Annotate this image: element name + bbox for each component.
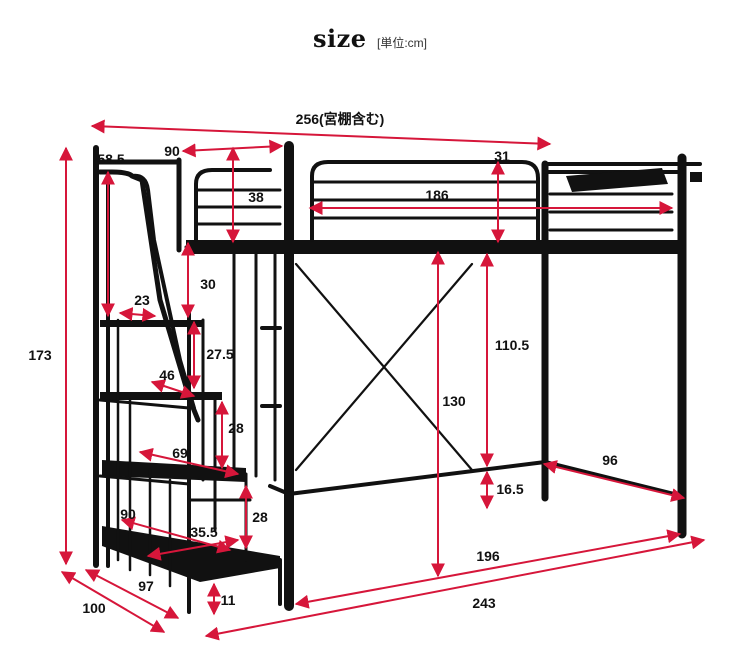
title-text: size: [313, 24, 367, 53]
page-title: size [単位:cm]: [0, 24, 740, 53]
label-step-depth-bottom: 35.5: [190, 524, 217, 540]
guard-rail-main: [310, 160, 540, 242]
step-1: [100, 320, 202, 327]
label-step-gap-3: 28: [228, 420, 244, 436]
bed-frame: [176, 141, 702, 611]
stair-unit: [93, 145, 282, 614]
label-total-height: 173: [28, 347, 52, 363]
label-step-depth-2: 46: [159, 367, 175, 383]
label-step-width-bottom: 90: [120, 506, 136, 522]
dimension-labels: 256(宮棚含む) 90 58.5 38 31 186 30 23 27.5 4…: [28, 111, 618, 616]
label-stair-side-depth: 97: [138, 578, 154, 594]
label-under-height: 110.5: [495, 337, 529, 353]
label-step-gap-2: 27.5: [206, 346, 233, 362]
label-frame-length: 243: [472, 595, 496, 611]
label-bar-height: 16.5: [496, 481, 523, 497]
label-under-clearance: 130: [442, 393, 466, 409]
label-stair-top-width: 90: [164, 143, 180, 159]
label-step-depth-top: 23: [134, 292, 150, 308]
label-bottom-clearance: 11: [221, 592, 236, 608]
label-stair-top-offset: 58.5: [97, 151, 124, 167]
label-bed-length: 186: [425, 187, 449, 203]
label-step-gap-4: 28: [252, 509, 268, 525]
label-shelf-height: 31: [494, 148, 510, 164]
label-step-depth-3: 69: [172, 445, 188, 461]
guard-rail-left: [194, 168, 272, 242]
dimension-lines: [59, 119, 706, 641]
label-under-length: 196: [476, 548, 500, 564]
headboard-shelf: [566, 168, 668, 192]
label-total-depth: 100: [82, 600, 106, 616]
label-guard-height: 38: [248, 189, 264, 205]
label-frame-width: 96: [602, 452, 618, 468]
label-step-gap-1: 30: [200, 276, 216, 292]
label-total-length: 256(宮棚含む): [296, 111, 385, 127]
lower-side-bar: [287, 460, 547, 496]
unit-label: [単位:cm]: [376, 36, 427, 50]
